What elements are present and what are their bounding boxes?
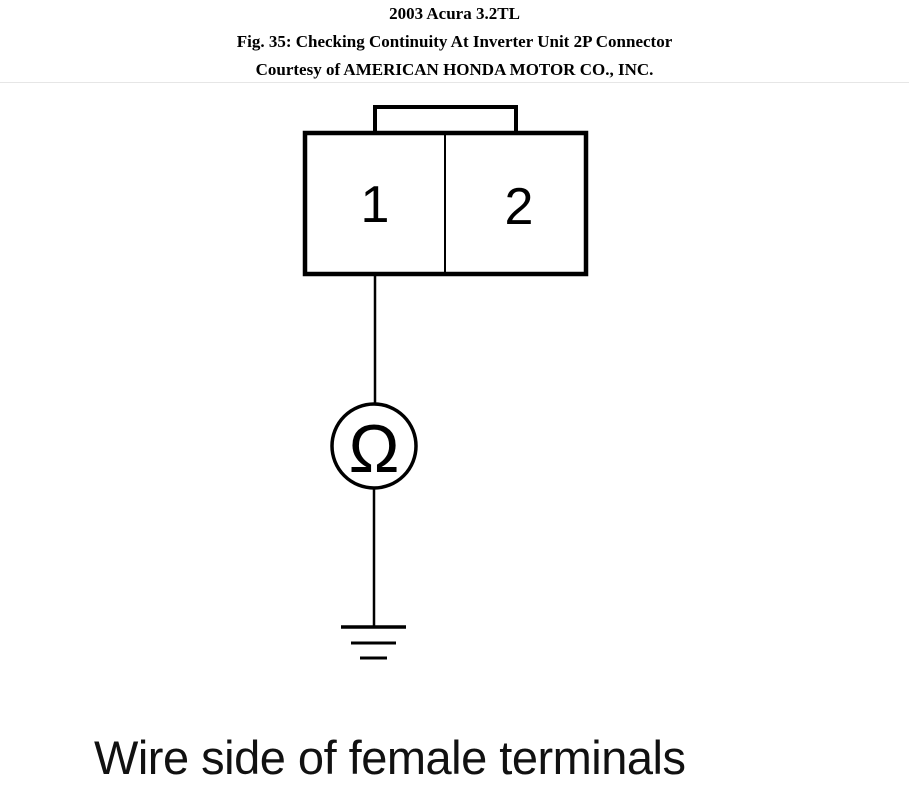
figure-title: Fig. 35: Checking Continuity At Inverter… xyxy=(236,32,673,51)
terminal-2-label: 2 xyxy=(505,178,534,236)
vehicle-title: 2003 Acura 3.2TL xyxy=(389,4,520,23)
courtesy-line: Courtesy of AMERICAN HONDA MOTOR CO., IN… xyxy=(255,60,654,79)
ohm-symbol: Ω xyxy=(349,411,400,487)
header-divider xyxy=(0,82,909,83)
terminal-1-label: 1 xyxy=(361,176,390,234)
figure-header: 2003 Acura 3.2TL Fig. 35: Checking Conti… xyxy=(0,0,909,82)
diagram-caption: Wire side of female terminals xyxy=(94,731,686,784)
ground-icon xyxy=(341,625,406,660)
connector-latch-tab xyxy=(373,105,518,133)
